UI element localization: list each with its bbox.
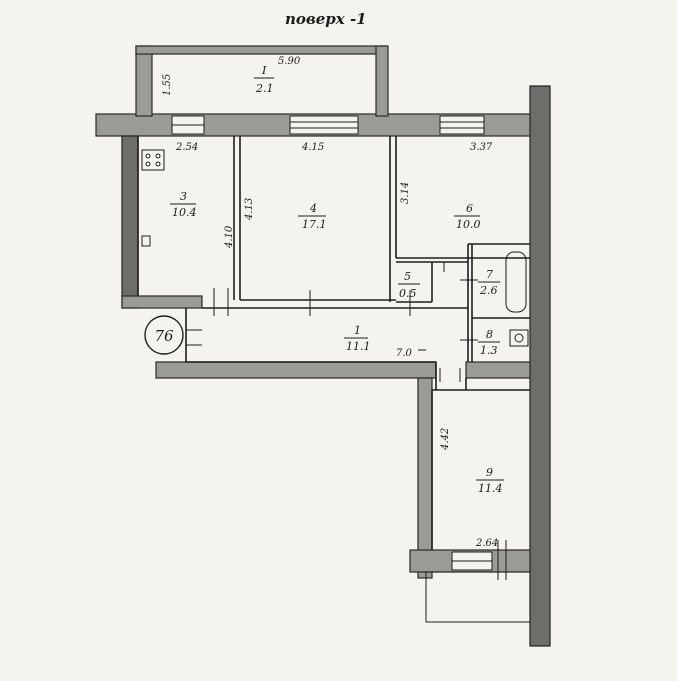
dim-loggia-width: 5.90 — [278, 56, 301, 67]
room4-area: 17.1 — [302, 218, 327, 231]
bathtub-icon — [505, 251, 527, 313]
room5-area: 0.5 — [399, 287, 417, 300]
kitchen-wall-bottom — [121, 295, 203, 309]
loggia-wall-right — [375, 45, 389, 117]
dim-room6-depth: 3.14 — [400, 182, 411, 204]
window-room6 — [439, 115, 485, 135]
room9-wall-left — [417, 377, 433, 579]
exterior-wall-right — [529, 85, 551, 647]
balcony-outline — [425, 571, 531, 623]
loggia-wall-top — [135, 45, 387, 55]
room6-area: 10.0 — [456, 218, 481, 231]
dim-room6-width: 3.37 — [470, 142, 493, 153]
sink-icon — [141, 235, 151, 247]
dim-kitchen-depth: 4.10 — [224, 225, 235, 249]
room7-area: 2.6 — [479, 284, 498, 297]
room4-number: 4 — [309, 202, 317, 215]
loggia-wall-left — [135, 45, 153, 117]
room8-area: 1.3 — [480, 344, 498, 357]
floor-label: поверх -1 — [285, 10, 367, 28]
window-room4 — [289, 115, 359, 135]
corridor-wall-bottom — [155, 361, 437, 379]
apartment-badge — [144, 315, 184, 355]
room9-area: 11.4 — [478, 482, 503, 495]
loggia-area: 2.1 — [255, 82, 274, 95]
room7-number: 7 — [486, 268, 493, 281]
apartment-number: 76 — [154, 327, 174, 345]
room5-number: 5 — [404, 270, 411, 283]
loggia-number: I — [261, 64, 267, 77]
room8-number: 8 — [486, 328, 493, 341]
corridor-wall-bottom-right — [465, 361, 531, 379]
dim-room4-depth: 4.13 — [244, 198, 255, 221]
room1-area: 11.1 — [346, 340, 371, 353]
dim-corridor-length: 7.0 — [396, 348, 413, 359]
toilet-icon — [509, 329, 529, 347]
room6-number: 6 — [466, 202, 473, 215]
exterior-wall-left — [121, 135, 139, 309]
room3-number: 3 — [180, 190, 187, 203]
room9-number: 9 — [486, 466, 493, 479]
dim-kitchen-width: 2.54 — [175, 142, 198, 153]
dim-room9-depth: 4.42 — [440, 428, 451, 451]
dim-room4-width: 4.15 — [301, 142, 324, 153]
room1-number: 1 — [354, 324, 361, 337]
dim-loggia-depth: 1.55 — [162, 74, 173, 96]
dim-room9-width: 2.64 — [475, 538, 498, 549]
stove-icon — [141, 149, 165, 171]
room3-area: 10.4 — [172, 206, 197, 219]
